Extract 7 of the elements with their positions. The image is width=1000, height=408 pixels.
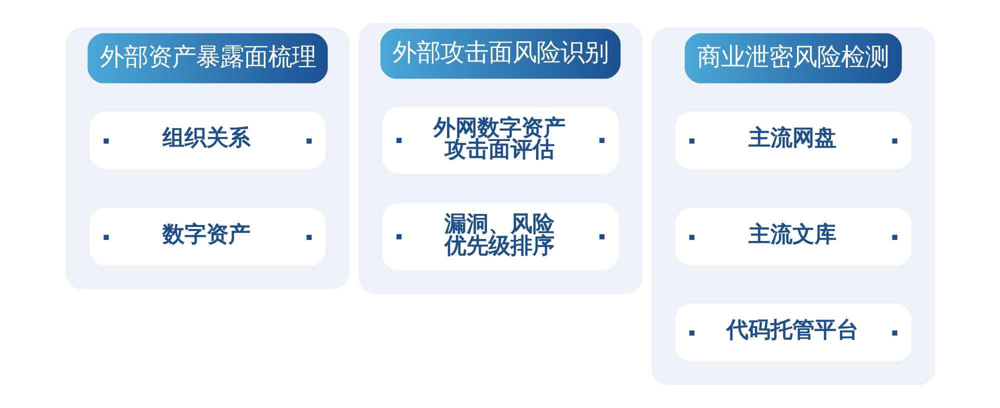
- node-box: 主流文库: [674, 208, 911, 266]
- node-box: 主流网盘: [674, 112, 911, 170]
- node-box: 数字资产: [89, 208, 326, 266]
- node-box: 漏洞、风险优先级排序: [382, 203, 618, 270]
- node-box: 组织关系: [89, 112, 326, 170]
- node-box: 代码托管平台: [674, 304, 911, 362]
- node-box: 外网数字资产攻击面评估: [382, 107, 618, 174]
